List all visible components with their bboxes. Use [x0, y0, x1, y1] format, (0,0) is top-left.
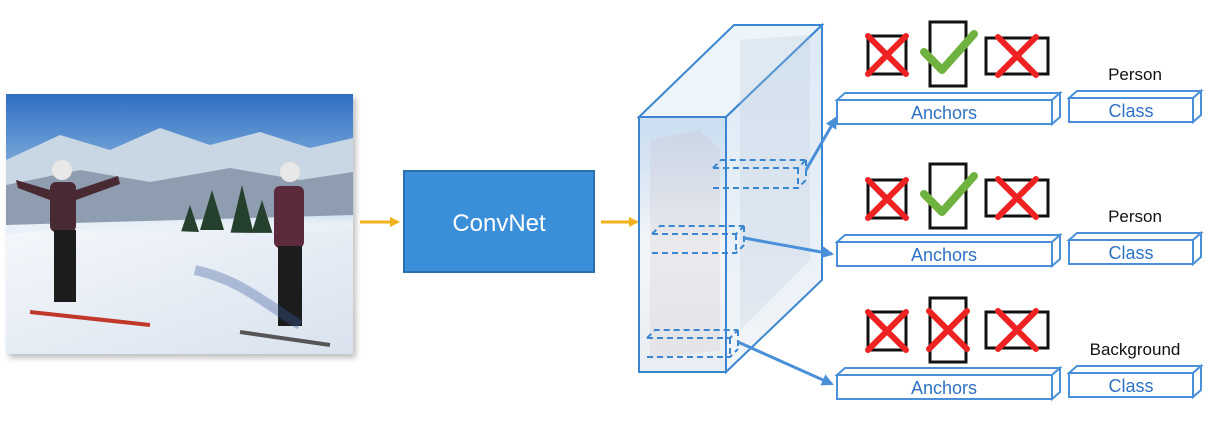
anchor-arrow-1	[804, 116, 838, 171]
anchors-bar	[836, 99, 1053, 125]
class-bar	[1068, 372, 1194, 398]
anchors-label: Anchors	[911, 245, 977, 265]
anchor-wide	[984, 178, 1050, 218]
anchor-tall	[928, 296, 968, 364]
anchor-wide	[984, 310, 1050, 350]
class-bar	[1068, 97, 1194, 123]
cross-icon	[865, 33, 909, 77]
cross-icon	[995, 308, 1039, 352]
anchors-label: Anchors	[911, 378, 977, 398]
class-label: Class	[1108, 243, 1153, 263]
anchor-square	[866, 178, 908, 220]
anchors-bar	[836, 241, 1053, 267]
check-icon	[920, 30, 978, 74]
anchor-tubes	[646, 159, 807, 358]
result-label: Person	[1108, 207, 1162, 226]
anchor-square	[866, 310, 908, 352]
convnet-label: ConvNet	[452, 210, 546, 237]
output-row-2: Anchors Class Person	[834, 162, 1204, 269]
cross-icon	[926, 308, 970, 352]
ski-photo-icon	[6, 94, 353, 354]
anchor-arrow-3	[737, 340, 834, 386]
class-bar	[1068, 239, 1194, 265]
feature-map-volume	[636, 22, 825, 375]
anchor-square	[866, 34, 908, 76]
check-icon	[920, 172, 978, 216]
result-label: Person	[1108, 65, 1162, 84]
anchors-bar	[836, 374, 1053, 400]
cross-icon	[995, 176, 1039, 220]
class-label: Class	[1108, 101, 1153, 121]
cross-icon	[865, 309, 909, 353]
output-row-3: Anchors Class Background	[834, 296, 1204, 402]
cross-icon	[995, 34, 1039, 78]
anchor-arrow-2	[743, 236, 834, 259]
result-label: Background	[1090, 340, 1181, 359]
cross-icon	[865, 177, 909, 221]
output-row-1: Anchors Class Person	[834, 20, 1204, 127]
anchors-label: Anchors	[911, 103, 977, 123]
class-label: Class	[1108, 376, 1153, 396]
convnet-box	[403, 170, 595, 273]
anchor-wide	[984, 36, 1050, 76]
